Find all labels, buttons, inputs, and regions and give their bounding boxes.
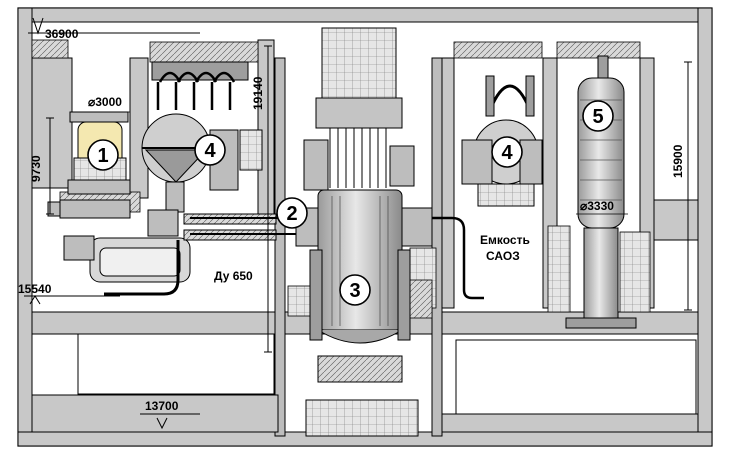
dimension-lines xyxy=(24,17,692,430)
dimension-19140-label: 19140 xyxy=(251,76,265,110)
marker-1-pressurizer: 1 xyxy=(97,145,108,167)
equipment-markers xyxy=(87,100,614,306)
marker-3-reactor: 3 xyxy=(349,280,360,302)
equipment-marker-numbers: 1 4 2 3 4 5 xyxy=(97,106,603,302)
elevation-15540-label: 15540 xyxy=(18,282,52,296)
elevation-13700-label: 13700 xyxy=(145,399,179,413)
saoz-pipe xyxy=(432,216,484,300)
diameter-3000-label: ⌀3000 xyxy=(88,95,122,109)
pipe-du650-label: Ду 650 xyxy=(214,269,253,283)
dimension-15900-label: 15900 xyxy=(671,144,685,178)
saoz-tank-label-line2: САОЗ xyxy=(486,249,520,263)
reactor-upper-unit xyxy=(303,27,415,191)
diameter-3330-label: ⌀3330 xyxy=(580,199,614,213)
marker-5-column: 5 xyxy=(592,106,603,128)
marker-2-main-pipe: 2 xyxy=(286,203,297,225)
concrete-hatching xyxy=(31,39,651,319)
reactor-vessel xyxy=(295,189,433,383)
primary-circuit-equipment xyxy=(47,27,637,437)
saoz-tank-label-line1: Емкость xyxy=(480,233,530,247)
dimension-9730-label: 9730 xyxy=(29,155,43,182)
elevation-36900-label: 36900 xyxy=(45,27,79,41)
drawing-labels: 36900 15540 13700 9730 19140 15900 ⌀3000… xyxy=(18,27,685,413)
marker-4-steam-generator-right: 4 xyxy=(501,142,513,164)
main-coolant-loop-left xyxy=(63,209,316,296)
steam-generator-left xyxy=(141,61,263,213)
marker-4-steam-generator-left: 4 xyxy=(204,140,216,162)
